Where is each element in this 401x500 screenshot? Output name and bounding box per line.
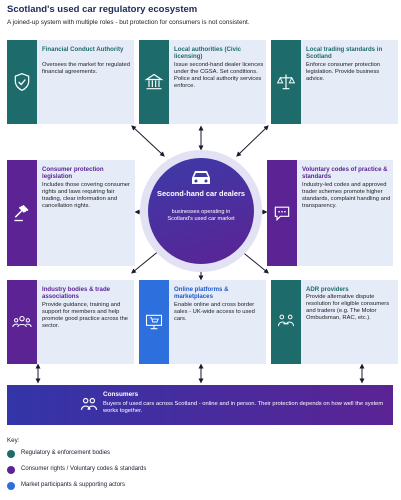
scales-icon (276, 74, 296, 90)
card-body: Enforce consumer protection legislation.… (306, 62, 381, 83)
hub-body: businesses operating in Scotland's used … (167, 209, 235, 222)
card-industry-bodies: Industry bodies & trade associations Pro… (7, 280, 134, 364)
card-consumer-protection-legislation: Consumer protection legislation Includes… (7, 160, 135, 266)
card-body: Industry-led codes and approved trader s… (302, 182, 391, 210)
diagram-subtitle: A joined-up system with multiple roles -… (7, 19, 250, 26)
key-dot (7, 482, 15, 490)
card-title: Industry bodies & trade associations (42, 286, 111, 301)
arrow-hub-trading (236, 125, 269, 157)
card-voluntary-codes: Voluntary codes of practice & standards … (267, 160, 393, 266)
card-adr-providers: ADR providers Provide alternative disput… (271, 280, 398, 364)
key-title: Key: (7, 437, 20, 444)
consumers-body: Buyers of used cars across Scotland - on… (103, 401, 384, 415)
consumers-banner: Consumers Buyers of used cars across Sco… (7, 385, 393, 425)
card-strip (7, 160, 37, 266)
card-body: Enable online and cross border sales - U… (174, 302, 255, 323)
arrow-hub-fca (131, 125, 165, 157)
key-dot (7, 466, 15, 474)
people-icon (80, 397, 98, 410)
card-title: Financial Conduct Authority (42, 46, 124, 53)
gavel-icon (14, 204, 29, 222)
handshake-people-icon (278, 314, 294, 327)
card-online-platforms: Online platforms & marketplaces Enable o… (139, 280, 266, 364)
key-label: Consumer rights / Voluntary codes & stan… (21, 466, 147, 472)
card-strip (271, 280, 301, 364)
card-fca: Financial Conduct Authority Oversees the… (7, 40, 134, 124)
hub-second-hand-car-dealers: Second-hand car dealers businesses opera… (148, 158, 254, 264)
card-trading-standards: Local trading standards in Scotland Enfo… (271, 40, 398, 124)
card-strip (271, 40, 301, 124)
card-body: Provide alternative dispute resolution f… (306, 294, 390, 322)
card-strip (139, 40, 169, 124)
card-body: Provide guidance, training and support f… (42, 302, 129, 330)
shopping-cart-screen-icon (145, 314, 163, 330)
key-dot (7, 450, 15, 458)
card-body: Issue second-hand dealer licences under … (174, 62, 264, 90)
card-title: Local authorities (Civic licensing) (174, 46, 242, 61)
arrow-hub-industry (131, 248, 162, 274)
key-label: Regulatory & enforcement bodies (21, 450, 111, 456)
card-title: Online platforms & marketplaces (174, 286, 229, 301)
key-label: Market participants & supporting actors (21, 482, 126, 488)
card-title: Consumer protection legislation (42, 166, 104, 181)
shield-check-icon (14, 72, 30, 92)
card-body: Oversees the market for regulated financ… (42, 62, 130, 76)
speech-bubble-icon (274, 206, 290, 222)
card-local-authorities: Local authorities (Civic licensing) Issu… (139, 40, 266, 124)
card-title: ADR providers (306, 286, 349, 293)
card-strip (139, 280, 169, 364)
card-strip (7, 280, 37, 364)
card-title: Voluntary codes of practice & standards (302, 166, 388, 181)
diagram-title: Scotland's used car regulatory ecosystem (7, 4, 198, 15)
government-building-icon (144, 73, 164, 90)
card-body: Includes those covering consumer rights … (42, 182, 130, 210)
card-strip (267, 160, 297, 266)
consumers-title: Consumers (103, 391, 139, 398)
card-strip (7, 40, 37, 124)
car-icon (192, 171, 210, 184)
group-people-icon (12, 315, 32, 328)
hub-title: Second-hand car dealers (157, 189, 245, 198)
card-title: Local trading standards in Scotland (306, 46, 383, 61)
